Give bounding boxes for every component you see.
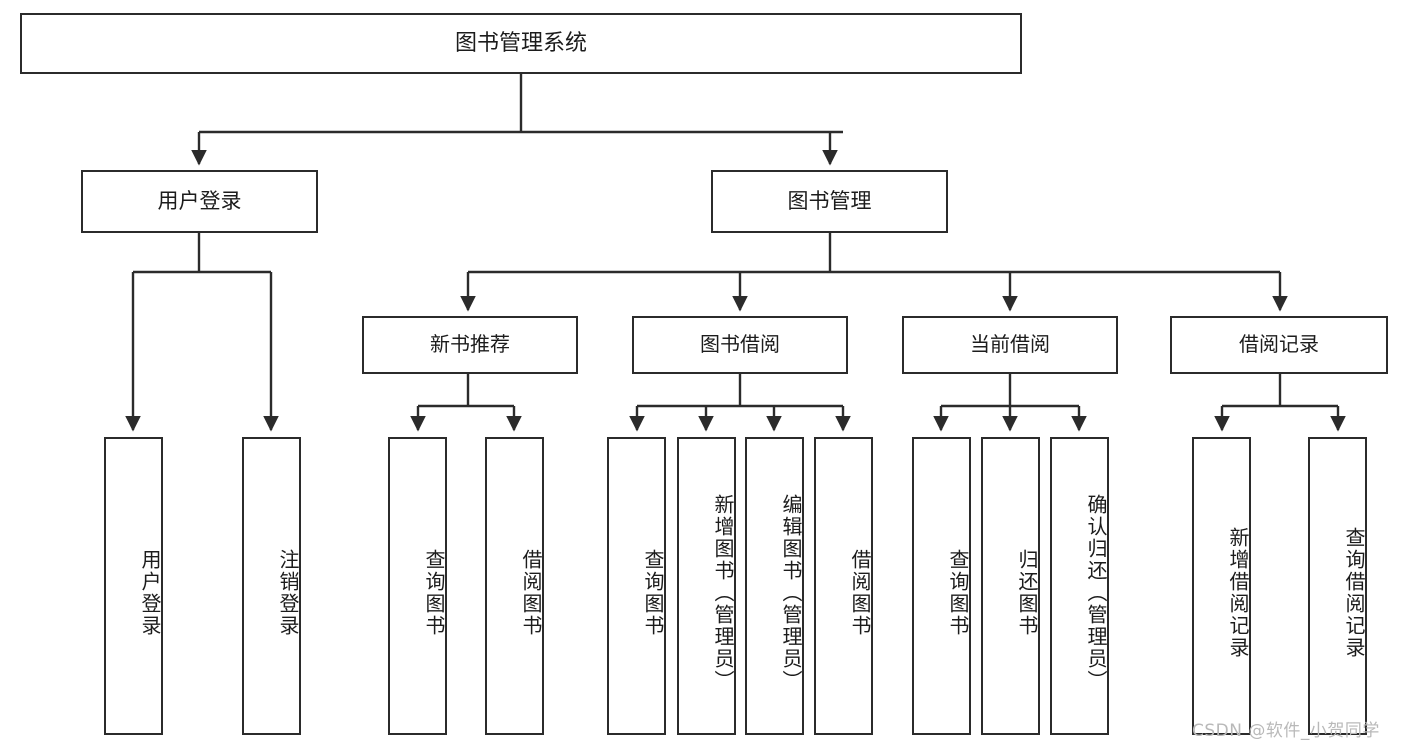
node-borrow-record[interactable]: 借阅记录 [1170,316,1388,374]
node-book-manage[interactable]: 图书管理 [711,170,948,233]
node-new-book-recommendation[interactable]: 新书推荐 [362,316,578,374]
node-label: 借阅图书 [848,549,872,637]
node-user-login[interactable]: 用户登录 [81,170,318,233]
node-label: 查询图书 [641,549,665,637]
node-label: 新增图书（管理员） [711,494,735,692]
node-label: 图书管理 [787,189,872,214]
csdn-watermark: CSDN @软件_小贺同学 [1192,721,1380,741]
node-label: 查询图书 [946,549,970,637]
node-label: 图书借阅 [700,332,780,357]
node-leaf-query-book-newbook[interactable]: 查询图书 [388,437,447,735]
node-label: 查询借阅记录 [1342,527,1366,659]
node-label: 用户登录 [157,189,242,214]
node-label: 借阅图书 [519,549,543,637]
node-label: 当前借阅 [970,332,1050,357]
node-root-book-management-system[interactable]: 图书管理系统 [20,13,1022,74]
node-leaf-confirm-return-admin[interactable]: 确认归还（管理员） [1050,437,1109,735]
node-label: 新书推荐 [430,332,510,357]
node-current-borrow[interactable]: 当前借阅 [902,316,1118,374]
node-leaf-add-borrow-record[interactable]: 新增借阅记录 [1192,437,1251,735]
node-label: 查询图书 [422,549,446,637]
node-label: 确认归还（管理员） [1084,494,1108,692]
node-label: 用户登录 [138,549,162,637]
node-label: 归还图书 [1015,549,1039,637]
node-label: 编辑图书（管理员） [779,494,803,692]
node-label: 借阅记录 [1239,332,1319,357]
node-label: 图书管理系统 [454,30,587,56]
node-leaf-query-book-current[interactable]: 查询图书 [912,437,971,735]
node-book-borrow[interactable]: 图书借阅 [632,316,848,374]
node-leaf-edit-book-admin[interactable]: 编辑图书（管理员） [745,437,804,735]
node-label: 注销登录 [276,549,300,637]
node-leaf-borrow-book-borrow[interactable]: 借阅图书 [814,437,873,735]
node-leaf-borrow-book-newbook[interactable]: 借阅图书 [485,437,544,735]
node-leaf-user-logout[interactable]: 注销登录 [242,437,301,735]
node-leaf-add-book-admin[interactable]: 新增图书（管理员） [677,437,736,735]
node-leaf-return-book[interactable]: 归还图书 [981,437,1040,735]
node-label: 新增借阅记录 [1226,527,1250,659]
node-leaf-query-borrow-record[interactable]: 查询借阅记录 [1308,437,1367,735]
node-leaf-query-book-borrow[interactable]: 查询图书 [607,437,666,735]
node-leaf-user-login[interactable]: 用户登录 [104,437,163,735]
